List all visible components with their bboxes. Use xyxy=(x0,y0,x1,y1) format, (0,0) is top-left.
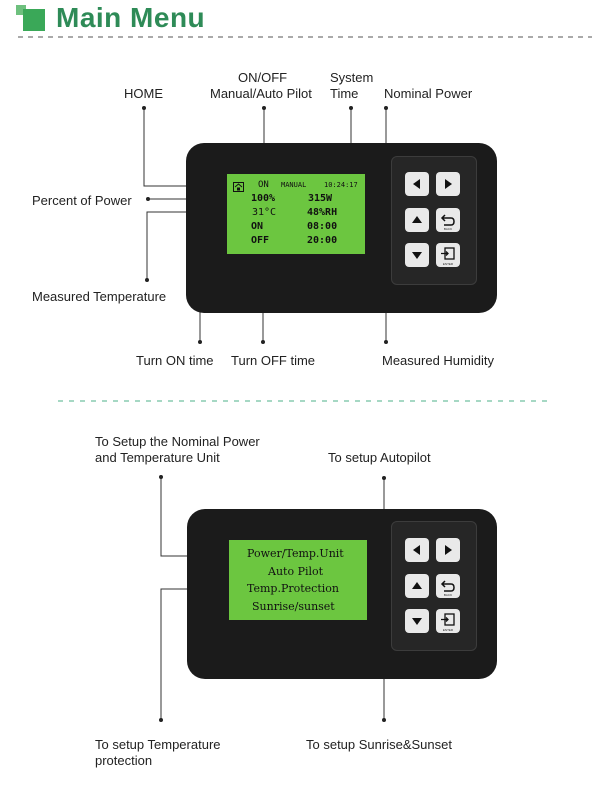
label-setup-nominal-line1: To Setup the Nominal Power xyxy=(95,434,260,449)
enter-label: ENTER xyxy=(442,628,454,632)
label-system: System xyxy=(330,70,374,85)
left-arrow-icon xyxy=(413,179,420,189)
back-icon xyxy=(440,214,455,226)
left-arrow-icon xyxy=(413,545,420,555)
autopilot-dot xyxy=(382,476,386,480)
lcd-status: ON xyxy=(258,180,269,190)
right-arrow-button[interactable] xyxy=(436,172,460,196)
nominal-dot xyxy=(384,106,388,110)
systime-dot xyxy=(349,106,353,110)
page-header: Main Menu xyxy=(14,0,205,36)
label-setup-autopilot: To setup Autopilot xyxy=(328,450,431,465)
up-arrow-button[interactable] xyxy=(405,208,429,232)
enter-label: ENTER xyxy=(442,262,454,266)
enter-button[interactable]: ENTER xyxy=(436,243,460,267)
lcd-off-label: OFF xyxy=(251,235,270,246)
keypad-menu xyxy=(391,521,477,651)
humidity-dot xyxy=(384,340,388,344)
down-arrow-button[interactable] xyxy=(405,609,429,633)
label-home: HOME xyxy=(124,86,163,101)
label-time: Time xyxy=(330,86,359,101)
back-button[interactable]: BACK xyxy=(436,574,460,598)
label-nominal-power: Nominal Power xyxy=(384,86,473,101)
label-setup-sunrise: To setup Sunrise&Sunset xyxy=(306,737,452,752)
lcd-percent: 100% xyxy=(251,193,276,204)
lcd-off-time: 20:00 xyxy=(307,235,338,246)
lcd-on-label: ON xyxy=(251,221,264,232)
label-setup-temperature-line1: To setup Temperature xyxy=(95,737,221,752)
label-percent-power: Percent of Power xyxy=(32,193,132,208)
page-title: Main Menu xyxy=(56,2,206,33)
onoff-dot xyxy=(262,106,266,110)
menu-item-temp-protection[interactable]: Temp.Protection xyxy=(247,582,339,595)
down-arrow-icon xyxy=(412,252,422,259)
label-measured-temperature: Measured Temperature xyxy=(32,289,167,304)
label-measured-humidity: Measured Humidity xyxy=(382,353,494,368)
up-arrow-icon xyxy=(412,216,422,223)
left-arrow-button[interactable] xyxy=(405,538,429,562)
right-arrow-button[interactable] xyxy=(436,538,460,562)
menu-item-sunrise-sunset[interactable]: Sunrise/sunset xyxy=(252,600,335,613)
up-arrow-button[interactable] xyxy=(405,574,429,598)
back-button[interactable]: BACK xyxy=(436,208,460,232)
lcd-screen-main xyxy=(227,174,365,254)
off-time-dot xyxy=(261,340,265,344)
right-arrow-icon xyxy=(445,545,452,555)
back-label: BACK xyxy=(443,593,453,597)
label-turn-off-time: Turn OFF time xyxy=(231,353,316,368)
home-icon xyxy=(233,179,244,192)
label-turn-on-time: Turn ON time xyxy=(136,353,214,368)
lcd-temperature: 31°C xyxy=(252,207,277,218)
up-arrow-icon xyxy=(412,582,422,589)
lcd-on-time: 08:00 xyxy=(307,221,338,232)
on-time-dot xyxy=(198,340,202,344)
lcd-time: 10:24:17 xyxy=(324,181,358,189)
temp-protection-dot xyxy=(159,718,163,722)
menu-item-auto-pilot[interactable]: Auto Pilot xyxy=(268,565,324,578)
sunrise-dot xyxy=(382,718,386,722)
title-square-icon xyxy=(14,3,48,33)
keypad-main xyxy=(391,156,477,285)
home-dot xyxy=(142,106,146,110)
label-manual-autopilot: Manual/Auto Pilot xyxy=(210,86,312,101)
down-arrow-button[interactable] xyxy=(405,243,429,267)
lcd-mode: MANUAL xyxy=(281,181,307,189)
temperature-dot xyxy=(145,278,149,282)
nominal-setup-dot xyxy=(159,475,163,479)
enter-icon xyxy=(441,247,455,260)
lcd-power: 315W xyxy=(308,193,333,204)
label-setup-nominal-line2: and Temperature Unit xyxy=(95,450,220,465)
lcd-screen-menu xyxy=(229,540,367,620)
back-label: BACK xyxy=(443,227,453,231)
label-setup-temperature-line2: protection xyxy=(95,753,153,768)
down-arrow-icon xyxy=(412,618,422,625)
enter-button[interactable]: ENTER xyxy=(436,609,460,633)
left-arrow-button[interactable] xyxy=(405,172,429,196)
menu-item-power-temp-unit[interactable]: Power/Temp.Unit xyxy=(247,547,344,560)
back-icon xyxy=(440,580,455,592)
enter-icon xyxy=(441,613,455,626)
label-onoff: ON/OFF xyxy=(238,70,288,85)
right-arrow-icon xyxy=(445,179,452,189)
percent-dot xyxy=(146,197,150,201)
lcd-humidity: 48%RH xyxy=(307,207,338,218)
